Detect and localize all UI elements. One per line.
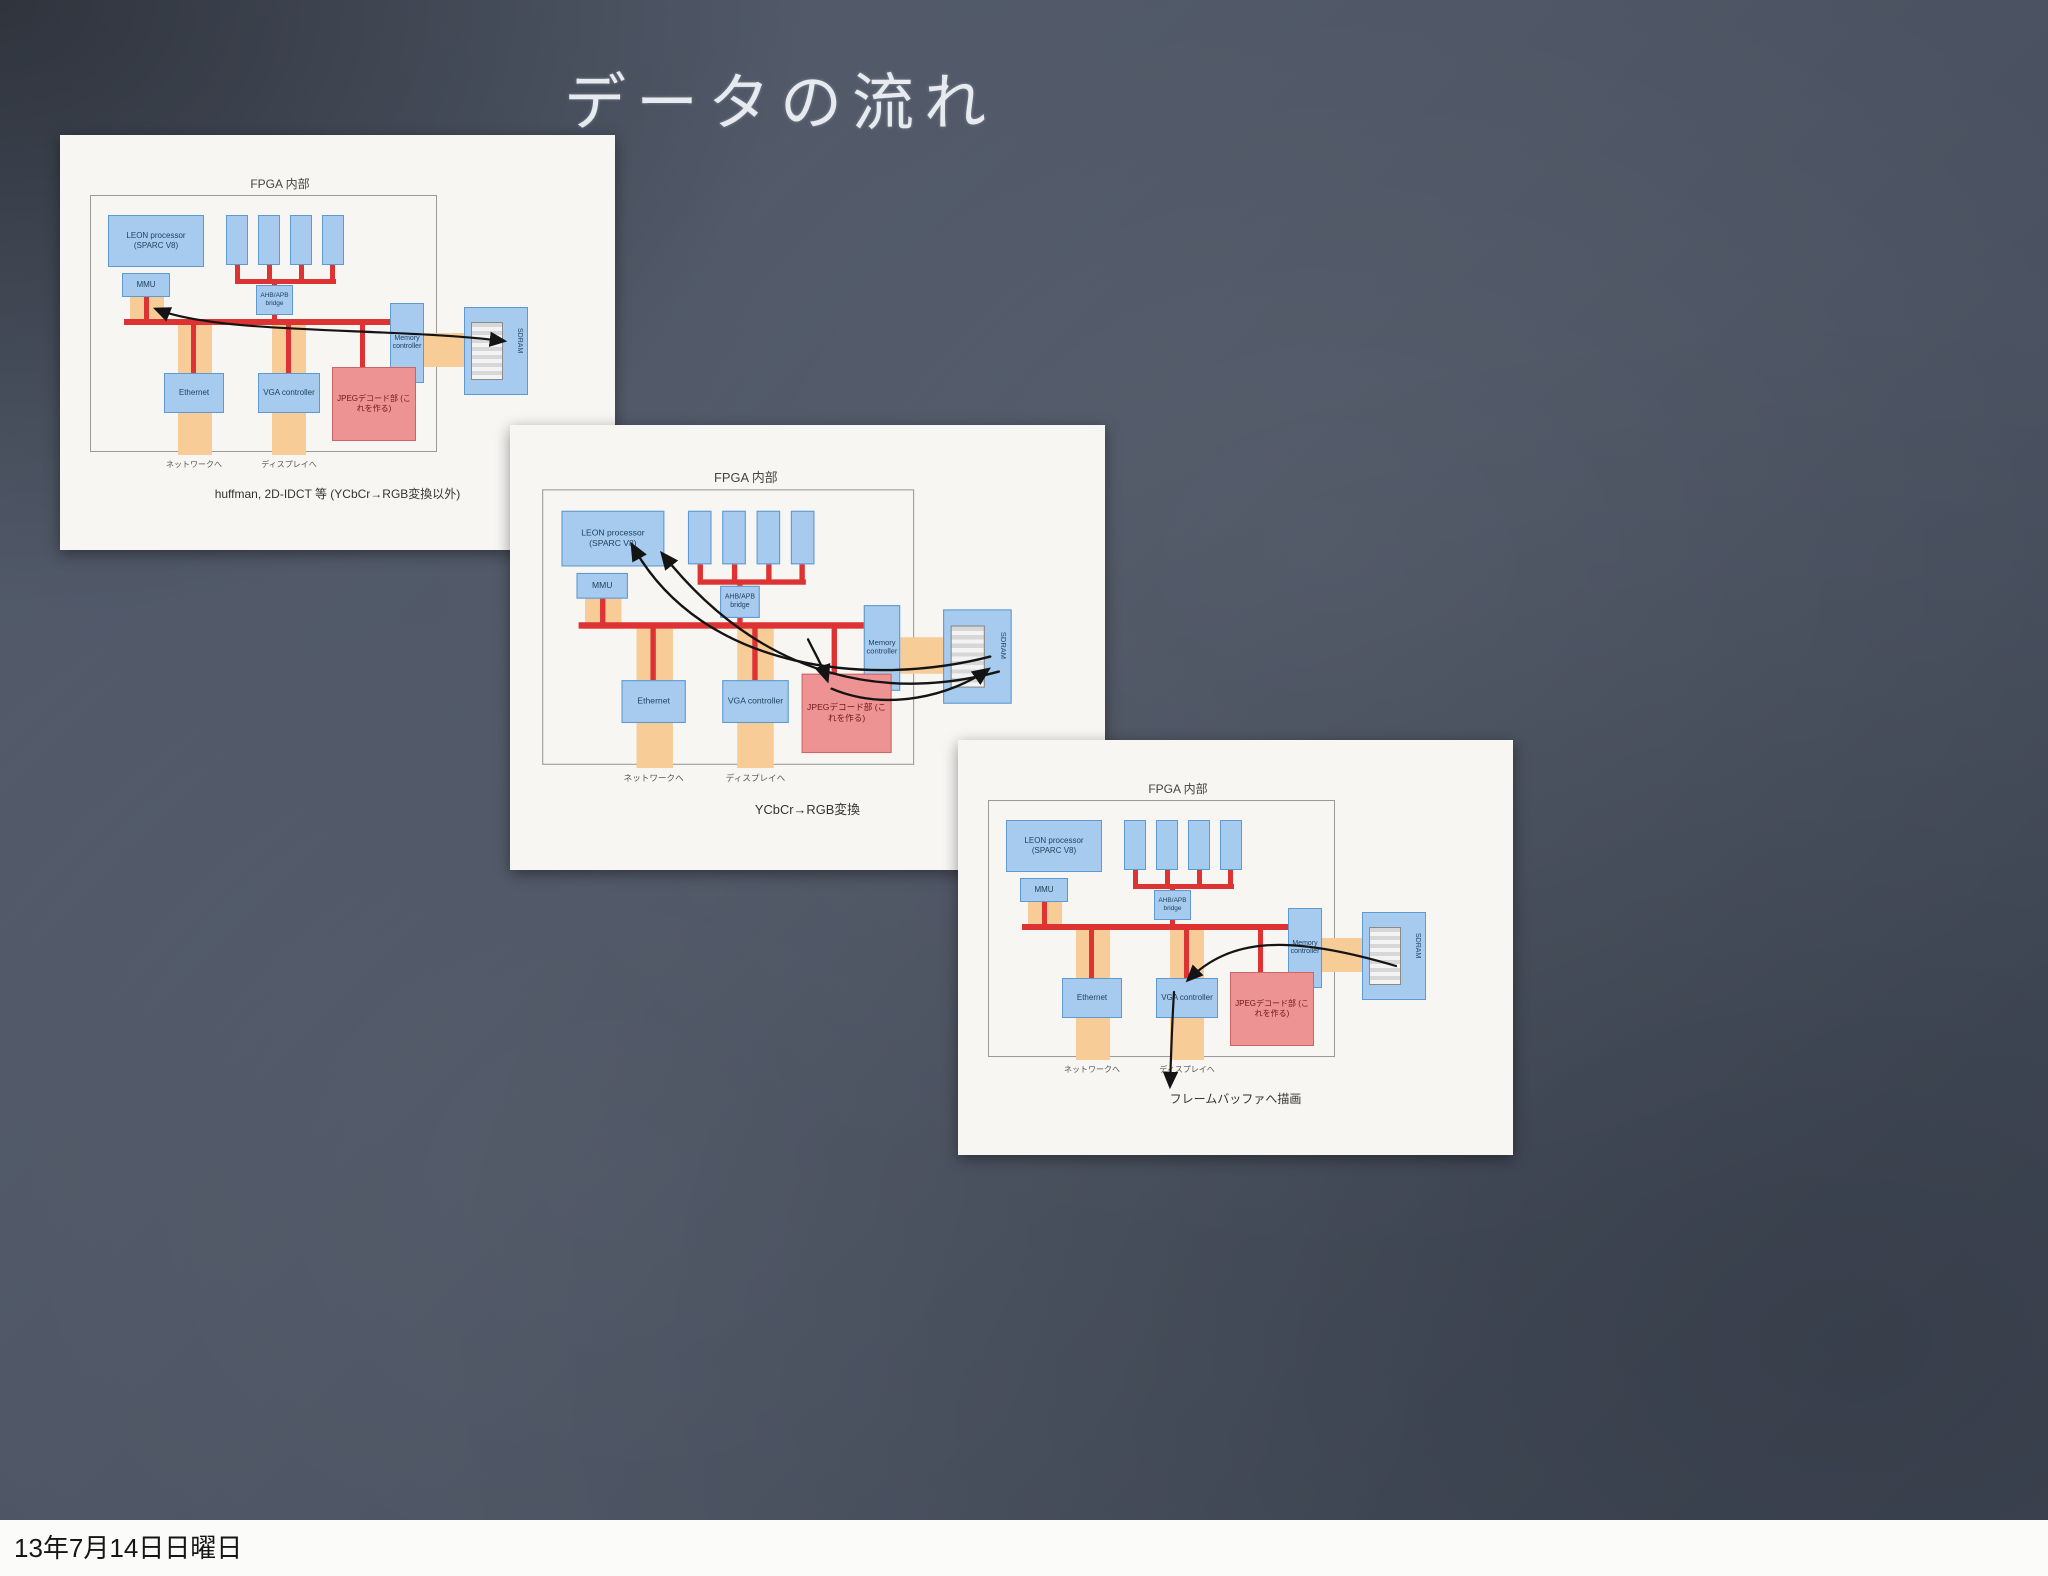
peripheral-box	[790, 510, 815, 565]
slide-footer: 13年7月14日日曜日	[0, 1520, 2048, 1576]
peripheral-box	[322, 215, 344, 265]
bus-segment-periph4	[330, 265, 335, 280]
ethernet-box: Ethernet	[1062, 978, 1122, 1018]
fpga-boundary	[988, 800, 1335, 1057]
dataflow-band-sdram	[424, 333, 464, 367]
peripheral-box	[258, 215, 280, 265]
bus-segment-main	[1022, 924, 1290, 930]
sdram-box: SDRAM	[464, 307, 528, 395]
fpga-internal-label: FPGA 内部	[250, 177, 310, 191]
bus-segment-bridge-bottom	[1170, 919, 1175, 925]
bus-segment-periph2	[731, 564, 738, 581]
ahb-apb-bridge-box: AHB/APB bridge	[1154, 890, 1191, 920]
mmu-box: MMU	[1020, 878, 1068, 902]
vga-controller-box: VGA controller	[1156, 978, 1218, 1018]
peripheral-box	[1156, 820, 1178, 870]
to-display-label: ディスプレイへ	[725, 773, 786, 784]
leon-processor-box: LEON processor (SPARC V8)	[1006, 820, 1102, 872]
bus-segment-bridge-top	[272, 282, 277, 287]
bus-segment-periph3	[1197, 870, 1202, 885]
bus-segment-jpeg	[831, 626, 837, 675]
dataflow-band-sdram	[900, 637, 944, 674]
slide-panel-1: FPGA 内部 LEON processor (SPARC V8) MMU AH…	[60, 135, 615, 550]
bus-segment-periph1	[235, 265, 240, 280]
bus-segment-periph2	[1165, 870, 1170, 885]
sdram-label: SDRAM	[1414, 933, 1421, 959]
peripheral-box	[1220, 820, 1242, 870]
panel-caption: YCbCr→RGB変換	[754, 802, 861, 818]
sdram-cells	[950, 625, 985, 688]
bus-segment-periph2	[267, 265, 272, 280]
to-network-label: ネットワークへ	[1064, 1065, 1120, 1074]
peripheral-box	[687, 510, 712, 565]
bus-segment-vga	[1184, 928, 1189, 978]
peripheral-box	[722, 510, 746, 565]
vga-controller-box: VGA controller	[258, 373, 320, 413]
to-network-label: ネットワークへ	[166, 460, 222, 469]
bus-segment-vga	[286, 323, 291, 373]
bus-segment-periph-h	[235, 279, 336, 284]
bus-segment-vga	[752, 626, 758, 681]
fpga-internal-label: FPGA 内部	[714, 470, 778, 486]
bus-segment-periph3	[766, 564, 772, 581]
bus-segment-bridge-top	[1170, 887, 1175, 892]
bus-segment-ethernet	[191, 323, 196, 373]
sdram-label: SDRAM	[516, 328, 523, 354]
mmu-box: MMU	[576, 572, 628, 599]
slide-panel-3: FPGA 内部 LEON processor (SPARC V8) MMU AH…	[958, 740, 1513, 1155]
fpga-diagram-1: FPGA 内部 LEON processor (SPARC V8) MMU AH…	[60, 135, 615, 550]
dataflow-band-sdram	[1322, 938, 1362, 972]
peripheral-box	[1124, 820, 1146, 870]
vga-controller-box: VGA controller	[722, 680, 789, 724]
bus-segment-periph3	[299, 265, 304, 280]
bus-segment-main	[124, 319, 392, 325]
bus-segment-mmu	[144, 296, 149, 320]
bus-segment-main	[578, 622, 866, 629]
bus-segment-periph-h	[1133, 884, 1234, 889]
ahb-apb-bridge-box: AHB/APB bridge	[720, 585, 760, 618]
peripheral-box	[1188, 820, 1210, 870]
fpga-diagram-3: FPGA 内部 LEON processor (SPARC V8) MMU AH…	[958, 740, 1513, 1155]
ahb-apb-bridge-box: AHB/APB bridge	[256, 285, 293, 315]
sdram-box: SDRAM	[1362, 912, 1426, 1000]
ethernet-box: Ethernet	[164, 373, 224, 413]
fpga-internal-label: FPGA 内部	[1148, 782, 1208, 796]
bus-segment-jpeg	[1258, 928, 1263, 973]
bus-segment-periph-h	[697, 579, 806, 585]
peripheral-box	[756, 510, 781, 565]
panel-caption: huffman, 2D-IDCT 等 (YCbCr→RGB変換以外)	[214, 487, 461, 501]
jpeg-decoder-box: JPEGデコード部 (これを作る)	[1230, 972, 1314, 1046]
to-display-label: ディスプレイへ	[261, 460, 317, 469]
leon-processor-box: LEON processor (SPARC V8)	[561, 510, 665, 567]
bus-segment-periph4	[799, 564, 805, 581]
peripheral-box	[290, 215, 312, 265]
bus-segment-ethernet	[650, 626, 656, 681]
panel-caption: フレームバッファへ描画	[1169, 1092, 1302, 1106]
bus-segment-jpeg	[360, 323, 365, 368]
sdram-cells	[1369, 927, 1401, 985]
mmu-box: MMU	[122, 273, 170, 297]
bus-segment-ethernet	[1089, 928, 1094, 978]
ethernet-box: Ethernet	[621, 680, 686, 724]
bus-segment-mmu	[1042, 901, 1047, 925]
footer-date: 13年7月14日日曜日	[14, 1533, 243, 1563]
to-display-label: ディスプレイへ	[1159, 1065, 1215, 1074]
sdram-label: SDRAM	[998, 631, 1007, 659]
slide-title: データの流れ	[563, 66, 996, 139]
bus-segment-mmu	[600, 597, 606, 624]
leon-processor-box: LEON processor (SPARC V8)	[108, 215, 204, 267]
to-network-label: ネットワークへ	[623, 773, 684, 784]
sdram-box: SDRAM	[943, 609, 1012, 704]
jpeg-decoder-box: JPEGデコード部 (これを作る)	[332, 367, 416, 441]
bus-segment-periph1	[1133, 870, 1138, 885]
bus-segment-periph1	[697, 564, 703, 581]
jpeg-decoder-box: JPEGデコード部 (これを作る)	[801, 673, 892, 754]
bus-segment-periph4	[1228, 870, 1233, 885]
peripheral-box	[226, 215, 248, 265]
sdram-cells	[471, 322, 503, 380]
